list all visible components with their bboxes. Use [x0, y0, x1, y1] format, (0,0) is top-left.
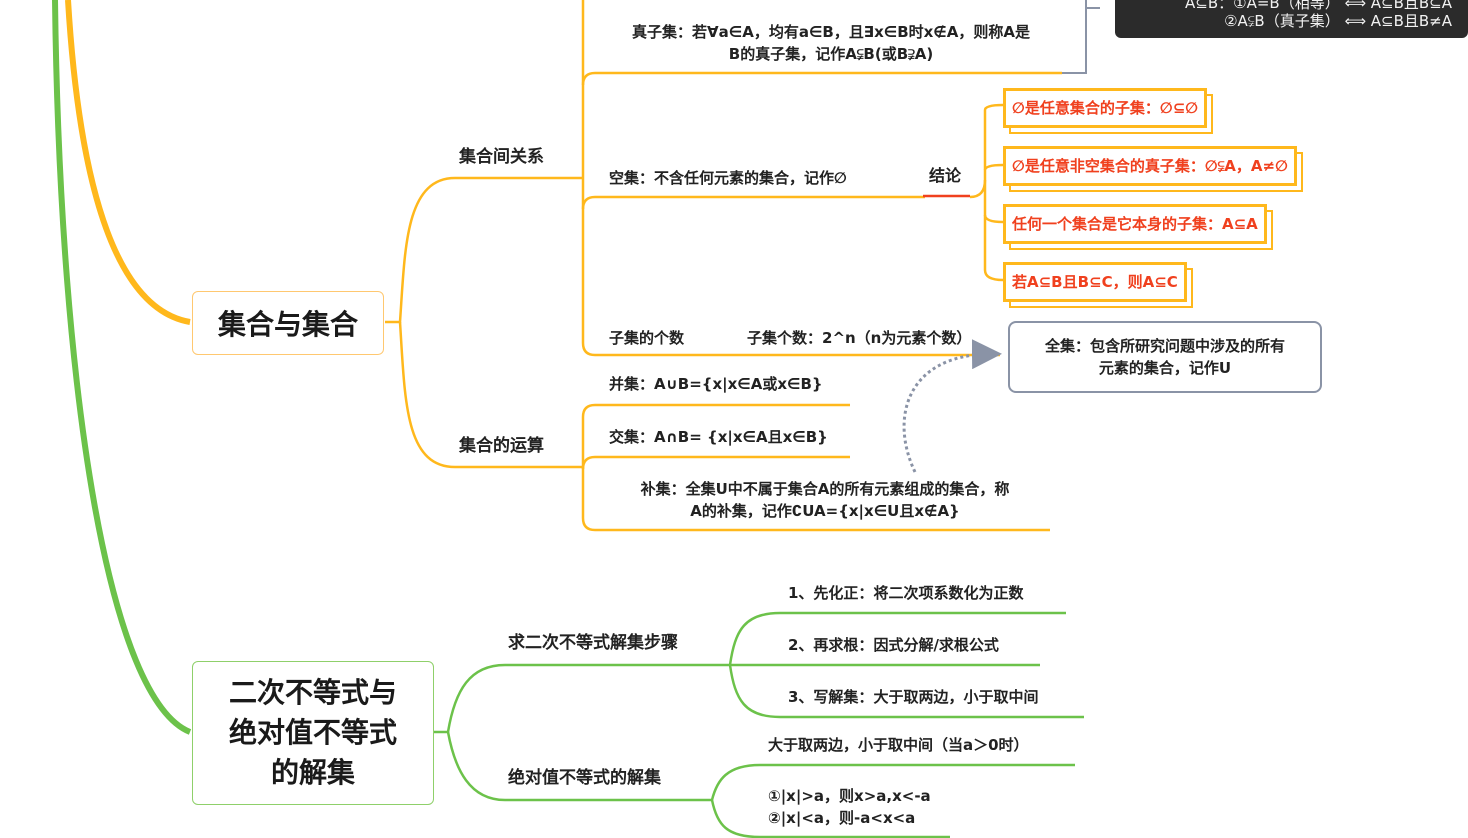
root-label-line: 绝对值不等式 — [228, 716, 397, 749]
text-line: B的真子集，记作A⫋B(或B⫌A) — [728, 45, 934, 63]
trunk-yellow — [65, 0, 191, 325]
root-node-sets[interactable]: 集合与集合 — [192, 291, 384, 355]
conclusion-item[interactable]: 任何一个集合是它本身的子集：A⊆A — [1003, 204, 1267, 244]
conclusion-item[interactable]: ∅是任意非空集合的真子集：∅⫋A，A≠∅ — [1003, 146, 1297, 186]
node-proper-subset[interactable]: 真子集：若∀a∈A，均有a∈B，且∃x∈B时x∉A，则称A是 B的真子集，记作A… — [600, 21, 1062, 65]
text-line: 全集：包含所研究问题中涉及的所有 — [1044, 337, 1285, 355]
dashed-arrow — [902, 339, 1002, 473]
node-empty-set[interactable]: 空集：不含任何元素的集合，记作∅ — [609, 169, 847, 187]
absolute-rule[interactable]: 大于取两边，小于取中间（当a＞0时） — [768, 736, 1029, 754]
text-line: 元素的集合，记作U — [1098, 359, 1232, 377]
case-line: ②|x|<a，则-a<x<a — [768, 809, 916, 827]
node-relations[interactable]: 集合间关系 — [459, 147, 544, 167]
root-label-line: 二次不等式与 — [228, 676, 397, 709]
text-line: 真子集：若∀a∈A，均有a∈B，且∃x∈B时x∉A，则称A是 — [632, 23, 1030, 41]
tooltip-line-1: A⊆B：①A=B（相等） ⟺ A⊆B且B⊆A — [1185, 0, 1452, 12]
node-quadratic-steps[interactable]: 求二次不等式解集步骤 — [508, 633, 678, 653]
node-operations[interactable]: 集合的运算 — [459, 436, 544, 456]
node-union[interactable]: 并集：A∪B={x|x∈A或x∈B} — [609, 375, 823, 393]
conclusion-item[interactable]: 若A⊆B且B⊆C，则A⊆C — [1003, 262, 1187, 302]
node-complement[interactable]: 补集：全集U中不属于集合A的所有元素组成的集合，称 A的补集，记作∁UA={x|… — [605, 478, 1045, 522]
node-intersection[interactable]: 交集：A∩B= {x|x∈A且x∈B} — [609, 428, 828, 446]
case-line: ①|x|>a，则x>a,x<-a — [768, 787, 931, 805]
node-subset-count[interactable]: 子集的个数 — [609, 329, 685, 347]
tooltip-line-2: ②A⫋B（真子集） ⟺ A⊆B且B≠A — [1224, 12, 1452, 30]
node-universal-set[interactable]: 全集：包含所研究问题中涉及的所有 元素的集合，记作U — [1008, 321, 1322, 393]
conclusion-item[interactable]: ∅是任意集合的子集：∅⊆∅ — [1003, 88, 1208, 128]
node-absolute-value[interactable]: 绝对值不等式的解集 — [508, 768, 661, 788]
text-line: 补集：全集U中不属于集合A的所有元素组成的集合，称 — [640, 480, 1010, 498]
step-item[interactable]: 2、再求根：因式分解/求根公式 — [788, 636, 999, 654]
root-label-line: 的解集 — [270, 756, 355, 789]
absolute-cases[interactable]: ①|x|>a，则x>a,x<-a ②|x|<a，则-a<x<a — [768, 785, 931, 829]
text-line: A的补集，记作∁UA={x|x∈U且x∉A} — [690, 502, 960, 520]
trunk-green — [52, 0, 192, 735]
node-conclusion[interactable]: 结论 — [929, 166, 962, 185]
relation-tooltip: A⊆B：①A=B（相等） ⟺ A⊆B且B⊆A ②A⫋B（真子集） ⟺ A⊆B且B… — [1115, 0, 1468, 38]
node-subset-count-value[interactable]: 子集个数：2^n（n为元素个数） — [747, 329, 972, 347]
step-item[interactable]: 3、写解集：大于取两边，小于取中间 — [788, 688, 1039, 706]
root-label: 集合与集合 — [217, 308, 358, 341]
step-item[interactable]: 1、先化正：将二次项系数化为正数 — [788, 584, 1024, 602]
root-node-inequalities[interactable]: 二次不等式与 绝对值不等式 的解集 — [192, 661, 434, 805]
